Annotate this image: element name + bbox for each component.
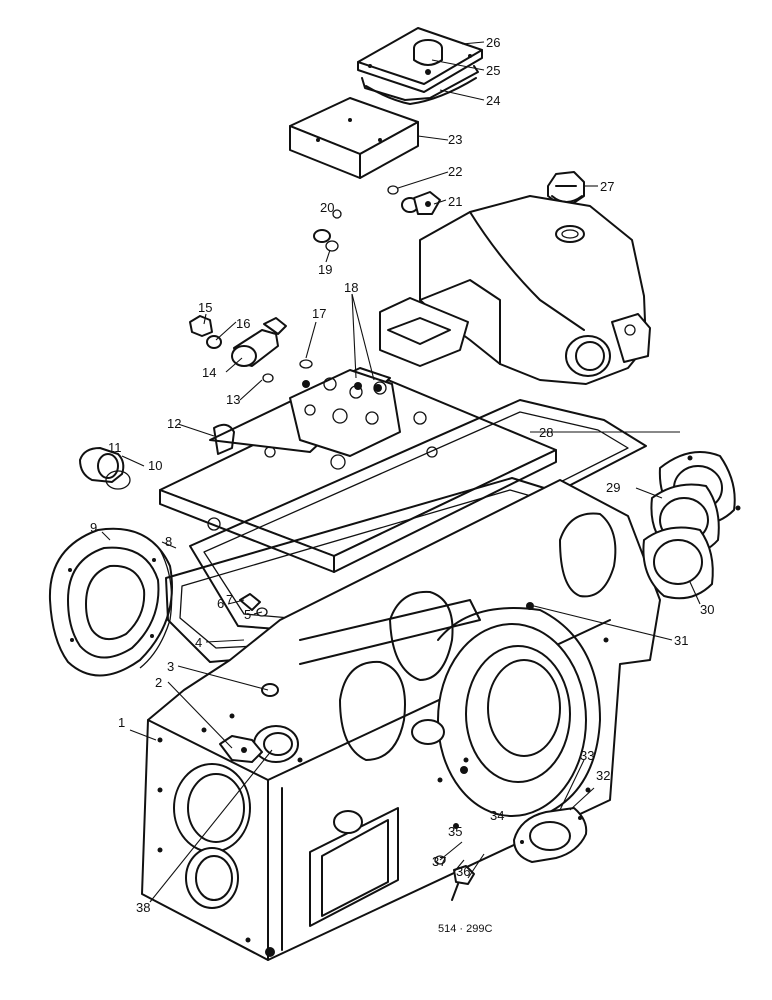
callout-36: 36 bbox=[456, 864, 470, 879]
small-cover-32-33 bbox=[513, 807, 588, 863]
callout-32: 32 bbox=[596, 768, 610, 783]
callout-26: 26 bbox=[486, 35, 500, 50]
callout-18: 18 bbox=[344, 280, 358, 295]
callout-2: 2 bbox=[155, 675, 162, 690]
transmission-housing bbox=[141, 479, 661, 961]
lift-housing bbox=[379, 195, 651, 385]
side-covers-29-30 bbox=[642, 451, 741, 600]
callout-20: 20 bbox=[320, 200, 334, 215]
callout-17: 17 bbox=[312, 306, 326, 321]
callout-5: 5 bbox=[244, 607, 251, 622]
top-cover-assembly bbox=[357, 27, 483, 105]
callout-34: 34 bbox=[490, 808, 504, 823]
callout-31: 31 bbox=[674, 633, 688, 648]
callout-1: 1 bbox=[118, 715, 125, 730]
callout-33: 33 bbox=[580, 748, 594, 763]
callout-11: 11 bbox=[108, 440, 122, 455]
plug-11-ring-10 bbox=[79, 447, 131, 490]
fittings-2-3-5-6 bbox=[219, 593, 279, 763]
seals-17-18 bbox=[299, 359, 313, 369]
callout-19: 19 bbox=[318, 262, 332, 277]
callout-3: 3 bbox=[167, 659, 174, 674]
callout-22: 22 bbox=[448, 164, 462, 179]
callout-7: 7 bbox=[226, 592, 233, 607]
callout-24: 24 bbox=[486, 93, 500, 108]
fittings-21-22 bbox=[387, 185, 441, 215]
fittings-19-20 bbox=[313, 209, 342, 252]
callout-12: 12 bbox=[167, 416, 181, 431]
callout-30: 30 bbox=[700, 602, 714, 617]
callout-8: 8 bbox=[165, 534, 172, 549]
callout-16: 16 bbox=[236, 316, 250, 331]
callout-13: 13 bbox=[226, 392, 240, 407]
callout-27: 27 bbox=[600, 179, 614, 194]
filter-block bbox=[289, 97, 419, 179]
callout-4: 4 bbox=[195, 635, 202, 650]
callout-23: 23 bbox=[448, 132, 462, 147]
callout-10: 10 bbox=[148, 458, 162, 473]
leader-lines bbox=[101, 41, 701, 903]
callout-29: 29 bbox=[606, 480, 620, 495]
drawing-reference-code: 514 · 299C bbox=[438, 923, 492, 935]
callout-14: 14 bbox=[202, 365, 216, 380]
callout-35: 35 bbox=[448, 824, 462, 839]
callout-15: 15 bbox=[198, 300, 212, 315]
callout-6: 6 bbox=[217, 596, 224, 611]
callout-37: 37 bbox=[432, 854, 446, 869]
callout-labels: 1 2 3 4 5 6 7 8 9 10 11 12 13 14 15 16 1… bbox=[90, 35, 714, 935]
callout-25: 25 bbox=[486, 63, 500, 78]
breather-plug bbox=[547, 171, 585, 205]
callout-28: 28 bbox=[539, 425, 553, 440]
callout-9: 9 bbox=[90, 520, 97, 535]
flange-cover-9-gasket-8 bbox=[48, 527, 173, 677]
callout-21: 21 bbox=[448, 194, 462, 209]
callout-38: 38 bbox=[136, 900, 150, 915]
